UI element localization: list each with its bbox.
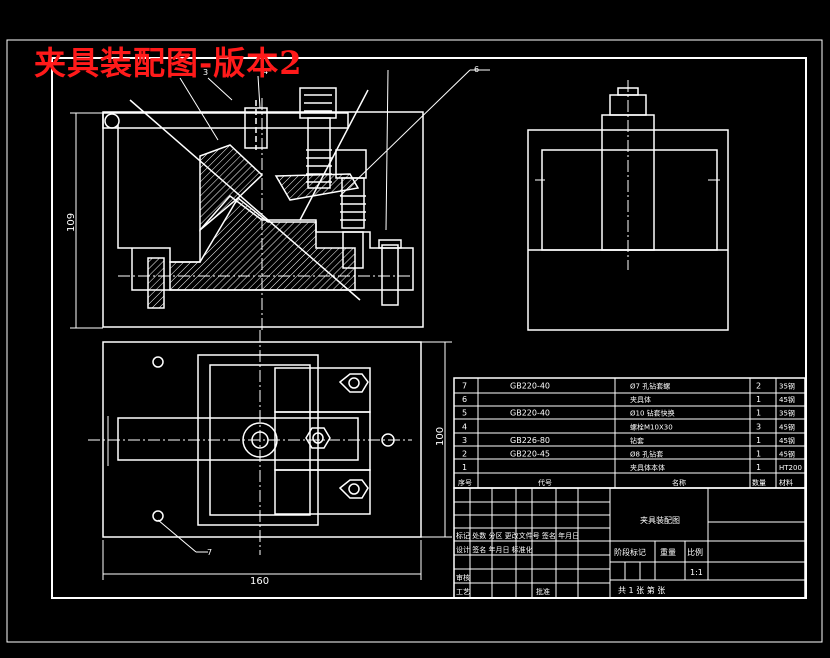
parts-row-name: Ø10 钻套快换 [630,409,675,418]
parts-row-code: GB220-45 [510,449,550,458]
parts-row-code: GB226-80 [510,436,550,445]
parts-row-material: HT200 [779,464,802,472]
dim-160-label: 160 [250,576,269,587]
parts-row-name: 夹具体本体 [630,463,665,472]
dim-width-plan [102,540,422,580]
parts-row-name: 螺栓M10X30 [630,422,673,431]
weight-label: 重量 [660,547,676,557]
parts-row-material: 35钢 [779,409,795,418]
parts-row-no: 1 [462,463,467,472]
balloon-3: 3 [203,68,208,77]
scale-label: 比例 [687,547,703,557]
outer-frame [6,39,823,643]
parts-row-qty: 1 [756,395,761,404]
rev-row: 标记 处数 分区 更改文件号 签名 年月日 [456,531,579,540]
parts-row-qty: 1 [756,409,761,418]
parts-row-material: 45钢 [779,436,795,445]
parts-header-qty: 数量 [752,478,766,487]
plan-view [88,330,422,555]
parts-row-code: GB220-40 [510,409,550,418]
parts-row-material: 35钢 [779,382,795,391]
scale-value: 1:1 [690,568,703,577]
parts-row-no: 5 [462,409,467,418]
approve-label: 批准 [536,587,550,596]
parts-row-material: 45钢 [779,422,795,431]
audit-label: 审核 [456,573,470,582]
balloon-6: 6 [474,65,479,74]
parts-row-no: 3 [462,436,467,445]
watermark-title: 夹具装配图-版本2 [34,44,303,82]
front-leaders [179,69,490,231]
parts-row-qty: 3 [756,422,761,431]
parts-row-qty: 1 [756,449,761,458]
parts-header-code: 代号 [538,478,552,487]
side-view [527,80,729,331]
process-label: 工艺 [456,588,470,596]
front-section-view [102,87,424,330]
parts-row-no: 7 [462,382,467,391]
plan-leaders [157,519,208,553]
parts-header-no: 序号 [458,478,472,487]
drawing-name: 夹具装配图 [640,515,680,525]
parts-header-material: 材料 [779,478,793,487]
dim-height-front [70,112,103,329]
stage-label: 阶段标记 [614,547,646,557]
parts-row-no: 2 [462,449,467,458]
parts-row-no: 4 [462,422,467,431]
parts-header-name: 名称 [672,478,686,487]
parts-row-no: 6 [462,395,467,404]
dim-100-label: 100 [435,427,446,446]
parts-row-qty: 1 [756,436,761,445]
balloon-4: 4 [263,67,268,76]
sheet-row: 共 1 张 第 张 [618,585,665,595]
parts-row-qty: 1 [756,463,761,472]
inner-frame [51,57,807,599]
parts-row-code: GB220-40 [510,382,550,391]
dim-height-plan [421,341,452,538]
parts-row-qty: 2 [756,382,761,391]
parts-row-name: Ø7 孔钻套螺 [630,382,670,391]
title-block [453,487,806,599]
parts-row-material: 45钢 [779,449,795,458]
balloon-7: 7 [207,548,212,557]
parts-row-name: 夹具体 [630,395,651,404]
parts-row-name: 钻套 [630,436,644,445]
dim-109-label: 109 [66,213,77,232]
design-row: 设计 签名 年月日 标准化 [456,545,533,554]
parts-row-material: 45钢 [779,395,795,404]
parts-row-name: Ø8 孔钻套 [630,449,663,458]
